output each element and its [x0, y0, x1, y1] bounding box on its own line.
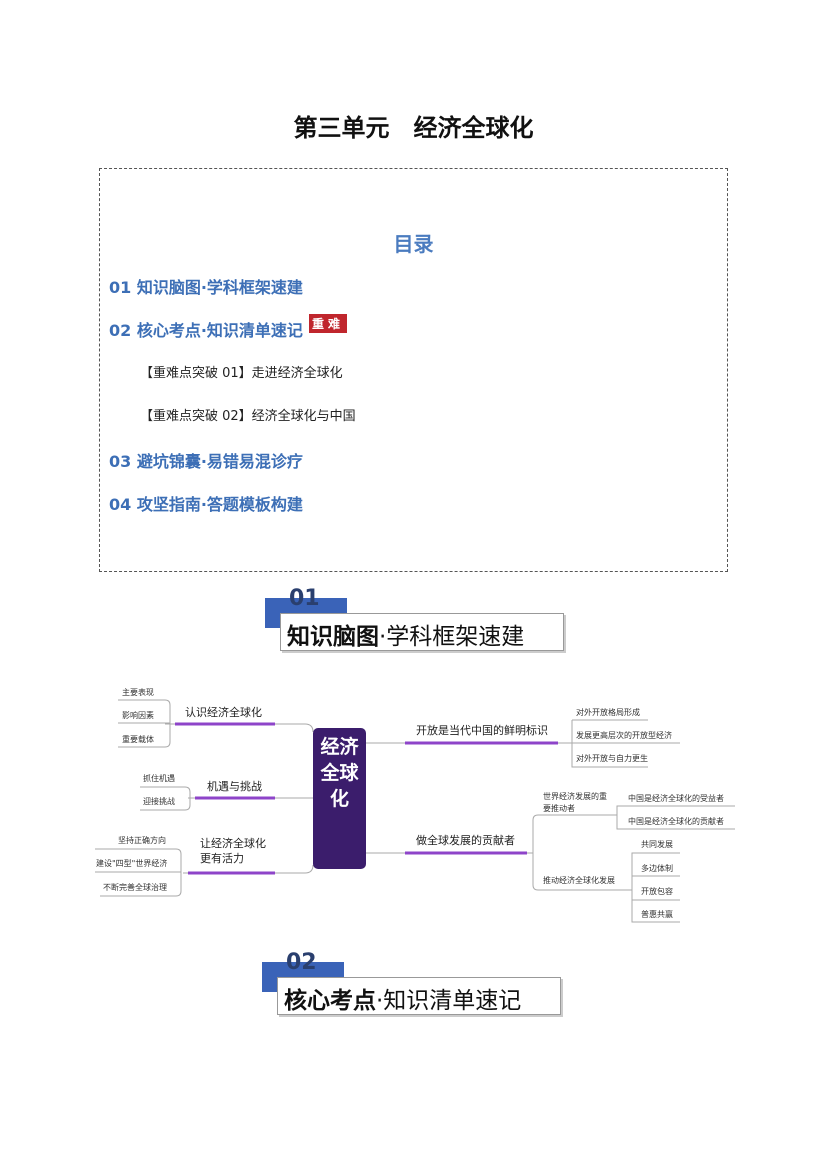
- mindmap-leaf: 建设"四型"世界经济: [96, 859, 168, 868]
- mindmap-leaf: 坚持正确方向: [118, 836, 166, 845]
- mindmap-leaf: 主要表现: [122, 688, 154, 697]
- section-number: 01: [289, 586, 320, 611]
- mindmap-branch: 让经济全球化更有活力: [200, 837, 266, 865]
- section-number: 02: [286, 950, 317, 975]
- toc-heading: 目录: [393, 232, 434, 256]
- mindmap-leaf: 共同发展: [641, 840, 673, 849]
- mindmap-leaf: 开放包容: [641, 887, 673, 896]
- section-title-bold: 知识脑图: [287, 624, 379, 650]
- mindmap-center: 经济全球化: [313, 728, 366, 869]
- mindmap-leaf: 多边体制: [641, 864, 673, 873]
- toc-subitem[interactable]: 【重难点突破 01】走进经济全球化: [140, 366, 343, 381]
- mindmap-sub-branch: 世界经济发展的重要推动者: [543, 792, 607, 813]
- mindmap-leaf: 对外开放与自力更生: [576, 754, 648, 763]
- toc-box: [99, 168, 728, 572]
- toc-subitem[interactable]: 【重难点突破 02】经济全球化与中国: [140, 409, 356, 424]
- mindmap-leaf: 影响因素: [122, 711, 154, 720]
- section-title-rest: ·学科框架速建: [379, 624, 525, 650]
- mindmap-branch: 机遇与挑战: [207, 780, 262, 793]
- mindmap-leaf: 普惠共赢: [641, 910, 673, 919]
- toc-item[interactable]: 02 核心考点·知识清单速记: [109, 321, 303, 340]
- mindmap-leaf: 对外开放格局形成: [576, 708, 640, 717]
- difficulty-badge: 重难: [309, 314, 348, 333]
- mindmap-leaf: 迎接挑战: [143, 797, 175, 806]
- section-header: 知识脑图·学科框架速建: [280, 613, 564, 651]
- mindmap-branch: 做全球发展的贡献者: [416, 834, 515, 847]
- page-title: 第三单元 经济全球化: [293, 114, 534, 142]
- mindmap-leaf: 抓住机遇: [143, 774, 175, 783]
- mindmap-leaf: 中国是经济全球化的贡献者: [628, 817, 724, 826]
- toc-item[interactable]: 03 避坑锦囊·易错易混诊疗: [109, 452, 303, 471]
- toc-item[interactable]: 04 攻坚指南·答题模板构建: [109, 495, 303, 514]
- mindmap-leaf: 发展更高层次的开放型经济: [576, 731, 672, 740]
- mindmap-leaf: 中国是经济全球化的受益者: [628, 794, 724, 803]
- mindmap-leaf: 不断完善全球治理: [103, 883, 167, 892]
- section-title-rest: ·知识清单速记: [376, 988, 522, 1014]
- mindmap-sub-branch: 推动经济全球化发展: [543, 876, 615, 885]
- mindmap-leaf: 重要载体: [122, 735, 154, 744]
- section-header: 核心考点·知识清单速记: [277, 977, 561, 1015]
- mindmap-branch: 认识经济全球化: [185, 706, 262, 719]
- toc-item[interactable]: 01 知识脑图·学科框架速建: [109, 278, 303, 297]
- section-title-bold: 核心考点: [284, 988, 376, 1014]
- mindmap-branch: 开放是当代中国的鲜明标识: [416, 724, 548, 737]
